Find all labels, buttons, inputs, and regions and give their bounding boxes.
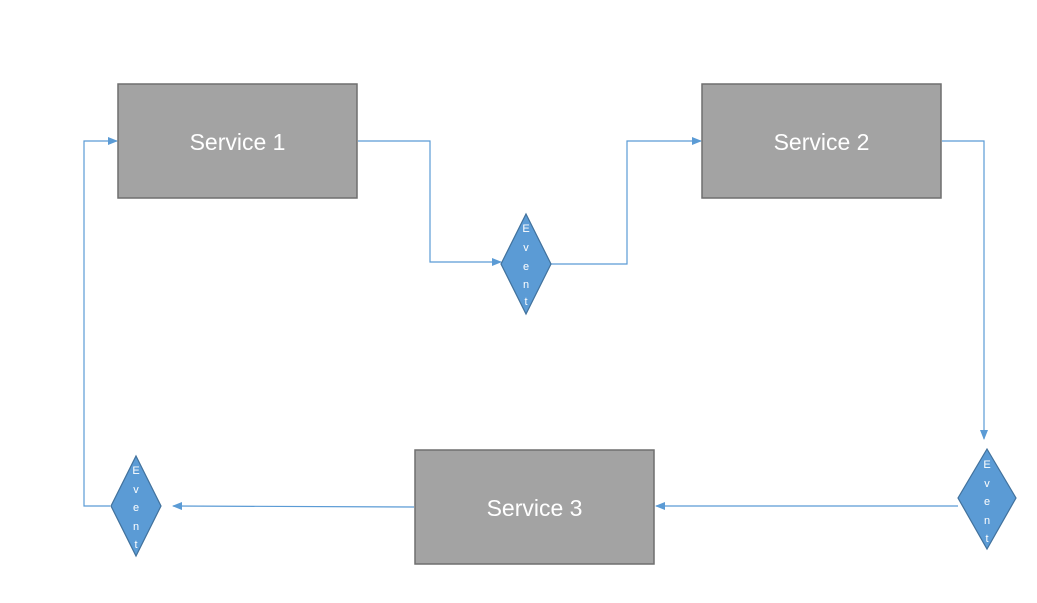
event-1-letter-t: t	[524, 296, 527, 308]
event-3-shape	[110, 454, 162, 558]
event-2-letter-t: t	[985, 533, 988, 545]
service-2-shape	[701, 83, 942, 199]
event-3-letter-e: E	[132, 465, 139, 477]
event-3-letter-v: v	[133, 484, 139, 496]
service-3-shape	[414, 449, 655, 565]
service-2-label: Service 2	[774, 129, 870, 155]
event-3-diamond[interactable]: E v e n t	[110, 454, 162, 558]
event-1-letter-v: v	[523, 242, 529, 254]
event-1-diamond[interactable]: E v e n t	[500, 212, 552, 316]
event-2-shape	[957, 447, 1017, 551]
event-2-letter-e2: e	[984, 496, 990, 508]
event-2-letter-n: n	[984, 515, 990, 527]
connector-event3-to-service1	[83, 137, 118, 507]
event-1-letter-e2: e	[523, 261, 529, 273]
event-2-diamond[interactable]: E v e n t	[957, 447, 1017, 551]
service-2-box[interactable]: Service 2	[701, 83, 942, 199]
connector-service2-to-event2	[942, 140, 988, 440]
service-1-box[interactable]: Service 1	[117, 83, 358, 199]
connector-service3-to-event3	[172, 502, 415, 511]
event-2-letter-v: v	[984, 478, 990, 490]
event-3-letter-e2: e	[133, 502, 139, 514]
event-1-shape	[500, 212, 552, 316]
service-1-shape	[117, 83, 358, 199]
connector-service1-to-event1	[358, 140, 502, 266]
connectors	[83, 137, 988, 511]
service-3-box[interactable]: Service 3	[414, 449, 655, 565]
event-1-letter-n: n	[523, 279, 529, 291]
event-3-letter-t: t	[134, 539, 137, 551]
service-1-label: Service 1	[190, 129, 286, 155]
event-3-letter-n: n	[133, 521, 139, 533]
service-3-label: Service 3	[487, 495, 583, 521]
event-2-letter-e: E	[983, 459, 990, 471]
connector-event1-to-service2	[551, 137, 702, 265]
event-1-letter-e: E	[522, 223, 529, 235]
